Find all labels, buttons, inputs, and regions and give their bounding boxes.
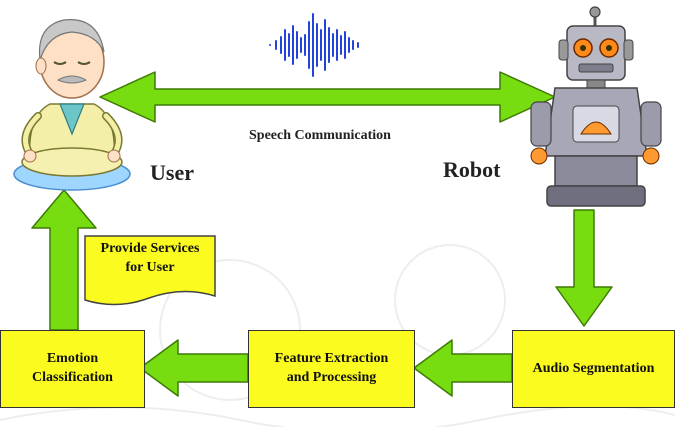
- robot-to-audio-arrow: [555, 209, 613, 327]
- emotion-to-user-arrow: [31, 189, 97, 331]
- provide-services-line1: Provide Services: [100, 241, 200, 256]
- audio-segmentation-box: Audio Segmentation: [512, 330, 675, 408]
- robot-icon: [530, 6, 662, 207]
- emotion-line2: Classification: [32, 370, 113, 385]
- robot-label: Robot: [443, 157, 501, 182]
- provide-services-note: Provide Services for User: [83, 240, 217, 278]
- feature-to-emotion-arrow: [139, 339, 249, 397]
- audio-to-feature-arrow: [413, 339, 513, 397]
- emotion-line1: Emotion: [46, 351, 99, 367]
- speech-communication-label: Speech Communication: [249, 128, 391, 143]
- provide-services-line2: for User: [125, 259, 175, 275]
- audio-line: Audio Segmentation: [532, 360, 655, 376]
- feature-extraction-box: Feature Extraction and Processing: [248, 330, 415, 408]
- waveform-icon: [269, 13, 359, 77]
- document-icon: [84, 235, 216, 306]
- user-icon: [13, 19, 131, 191]
- emotion-classification-box: Emotion Classification: [0, 330, 145, 408]
- user-label: User: [150, 160, 194, 185]
- feature-line2: and Processing: [286, 370, 377, 385]
- feature-line1: Feature Extraction: [274, 351, 389, 367]
